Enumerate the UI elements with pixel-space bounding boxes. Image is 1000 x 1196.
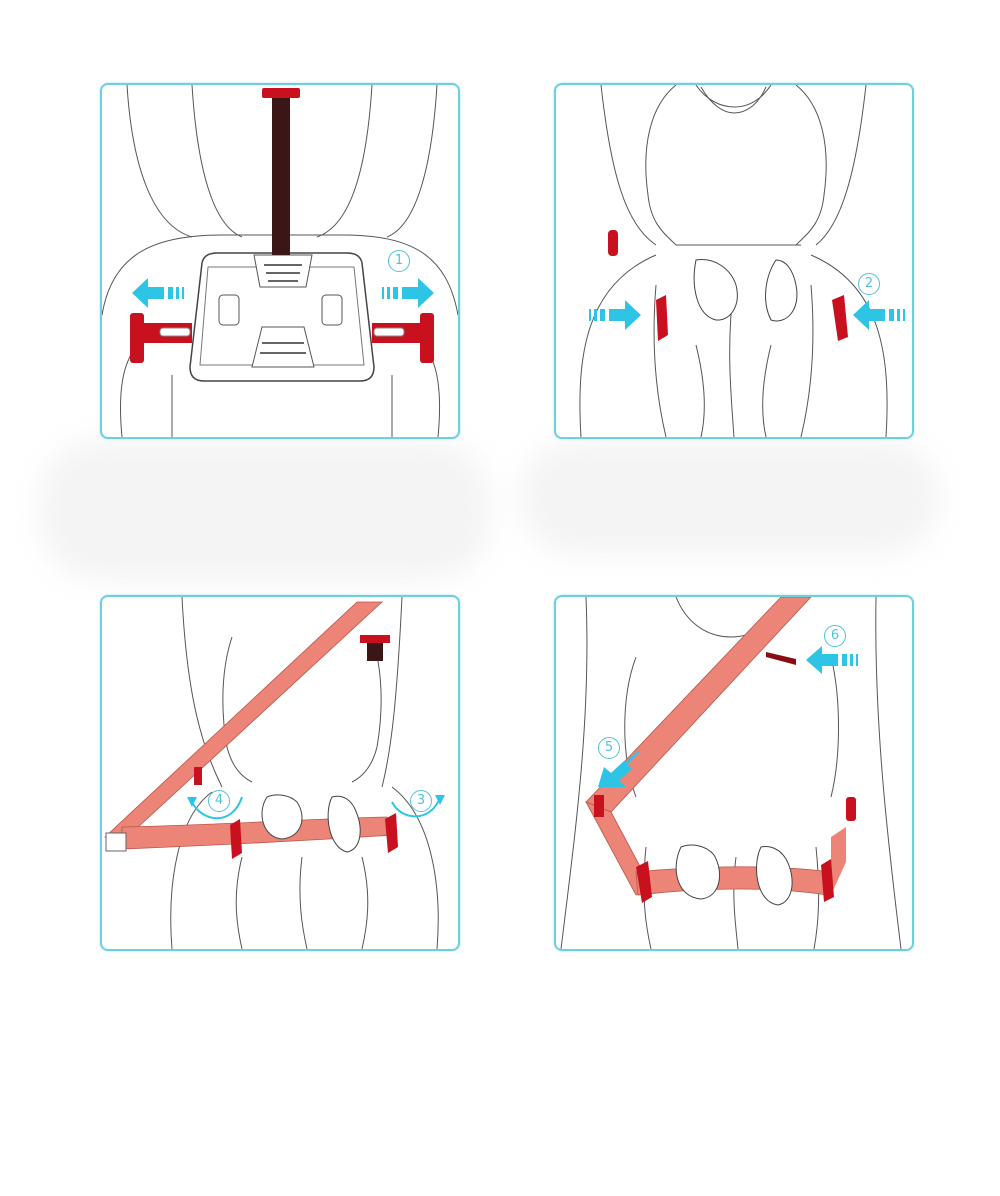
armrest-guide-right-icon — [821, 859, 834, 902]
armrest-guide-left-icon — [230, 819, 242, 859]
armrest-guide-left-icon — [636, 861, 652, 903]
arrow-6-left-icon — [806, 646, 858, 674]
arrow-inward-left-icon — [853, 300, 905, 330]
lap-belt-illustration — [104, 597, 445, 949]
tether-strap — [272, 95, 290, 255]
caption-blank-left — [40, 440, 490, 580]
shoulder-clip-icon — [766, 652, 796, 665]
arrow-left-icon — [132, 278, 184, 308]
panel-step-5-6: 6 5 — [554, 595, 914, 951]
buckle-tongue-icon — [105, 832, 127, 852]
red-marker-left-icon — [594, 795, 604, 817]
panel-step-1: 1 — [100, 83, 460, 439]
step-number-5: 5 — [598, 737, 620, 759]
step-number-2: 2 — [858, 273, 880, 295]
arrow-inward-right-icon — [589, 300, 641, 330]
child-seated-illustration — [579, 85, 905, 437]
red-marker-icon — [194, 767, 202, 785]
armrest-guide-right-icon — [385, 813, 398, 853]
hands-icon — [693, 259, 798, 322]
top-buckle-icon — [360, 635, 390, 643]
curved-arrow-4-icon — [191, 796, 243, 820]
step-number-3: 3 — [410, 790, 432, 812]
step-number-4: 4 — [208, 790, 230, 812]
arrow-right-icon — [382, 278, 434, 308]
shoulder-belt-illustration — [560, 597, 902, 949]
isofix-connector-right-icon — [372, 313, 434, 363]
red-marker-icon — [608, 230, 618, 256]
side-guide-right-icon — [832, 295, 848, 341]
curved-arrow-3-icon — [391, 796, 441, 818]
step-number-1: 1 — [388, 250, 410, 272]
hands-icon — [675, 844, 793, 906]
red-marker-right-icon — [846, 797, 856, 821]
step-number-6: 6 — [824, 625, 846, 647]
hands-icon — [261, 794, 361, 853]
arrow-5-down-left-icon — [598, 750, 640, 787]
caption-blank-right — [520, 440, 940, 555]
isofix-connector-left-icon — [130, 313, 192, 363]
panel-step-3-4: 4 3 — [100, 595, 460, 951]
panel-step-2: 2 — [554, 83, 914, 439]
booster-base-illustration — [102, 85, 458, 437]
side-guide-left-icon — [656, 295, 668, 341]
tether-hook — [262, 88, 300, 98]
